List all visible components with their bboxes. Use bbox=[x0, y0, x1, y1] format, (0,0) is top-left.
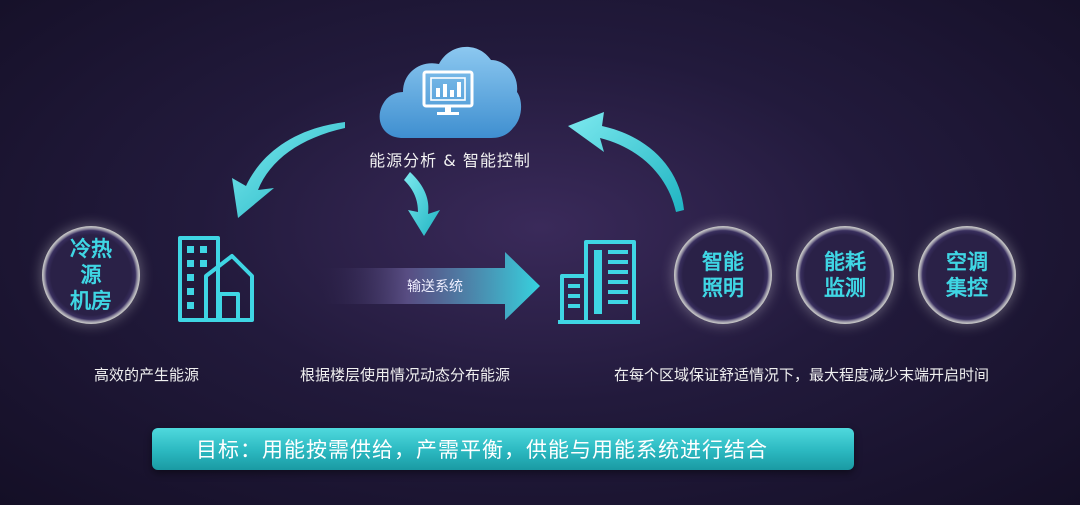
arrow-to-office bbox=[404, 172, 440, 236]
goal-banner: 目标：用能按需供给，产需平衡，供能与用能系统进行结合 bbox=[152, 428, 854, 470]
middle-caption: 根据楼层使用情况动态分布能源 bbox=[300, 366, 511, 384]
analysis-label: 能源分析 & 智能控制 bbox=[369, 151, 531, 170]
heat-source-text: 冷热源 机房 bbox=[70, 237, 112, 313]
smart-lighting-ring: 智能 照明 bbox=[674, 226, 772, 324]
buildings-icon bbox=[178, 236, 254, 322]
energy-monitoring-ring: 能耗 监测 bbox=[796, 226, 894, 324]
arrow-to-heat-source bbox=[232, 122, 345, 218]
right-caption: 在每个区域保证舒适情况下，最大程度减少末端开启时间 bbox=[614, 366, 990, 384]
transport-label: 输送系统 bbox=[407, 279, 463, 295]
ac-control-ring: 空调 集控 bbox=[918, 226, 1016, 324]
transport-arrow bbox=[318, 252, 540, 320]
arrow-to-cloud bbox=[568, 112, 684, 212]
heat-source-ring: 冷热源 机房 bbox=[42, 226, 140, 324]
cloud-icon bbox=[379, 46, 522, 138]
office-tower-icon bbox=[558, 240, 640, 324]
monitor-chart-icon bbox=[422, 70, 474, 115]
left-caption: 高效的产生能源 bbox=[94, 366, 200, 384]
goal-text: 目标：用能按需供给，产需平衡，供能与用能系统进行结合 bbox=[196, 438, 768, 462]
